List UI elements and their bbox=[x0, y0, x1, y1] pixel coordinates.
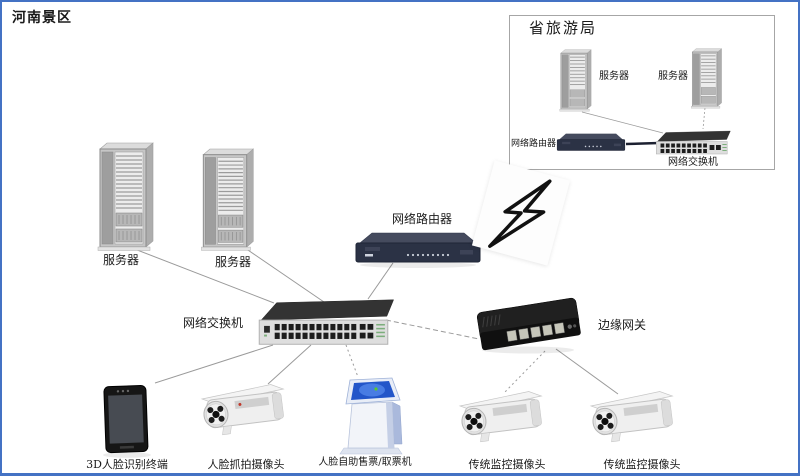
scenic-server-1-label: 服务器 bbox=[102, 253, 139, 267]
bullet-camera-icon bbox=[589, 391, 674, 443]
edge-gateway bbox=[470, 292, 588, 362]
bureau-router-label: 网络路由器 bbox=[511, 139, 557, 149]
face-terminal-label: 3D人脸识别终端 bbox=[86, 458, 168, 471]
face-terminal bbox=[97, 383, 157, 463]
connection-line bbox=[367, 262, 394, 300]
region-title: 河南景区 bbox=[12, 10, 72, 26]
connection-line bbox=[154, 344, 274, 384]
connection-line bbox=[131, 247, 275, 304]
bureau-server-1-label: 服务器 bbox=[599, 71, 629, 82]
scenic-router-label: 网络路由器 bbox=[391, 212, 452, 226]
scenic-switch-label: 网络交换机 bbox=[183, 316, 244, 330]
bureau-server-rack-2 bbox=[684, 47, 726, 113]
connection-line bbox=[581, 111, 664, 134]
capture-camera-label: 人脸抓拍摄像头 bbox=[207, 458, 285, 471]
bureau-server-2-label: 服务器 bbox=[658, 71, 688, 82]
bureau-switch-label: 网络交换机 bbox=[668, 157, 718, 168]
bullet-camera-icon bbox=[458, 391, 543, 443]
gateway-icon bbox=[476, 297, 581, 354]
router-icon bbox=[556, 133, 626, 151]
server-rack-icon bbox=[691, 48, 723, 109]
trad-camera-1-label: 传统监控摄像头 bbox=[468, 458, 546, 471]
bureau-router bbox=[555, 131, 627, 159]
lightning-bolt-icon bbox=[488, 179, 552, 248]
router-icon bbox=[355, 232, 481, 268]
bureau-server-rack-1 bbox=[554, 48, 594, 116]
ticket-kiosk-label: 人脸自助售票/取票机 bbox=[318, 457, 412, 468]
bureau-title: 省旅游局 bbox=[529, 19, 598, 37]
trad-camera-2 bbox=[585, 387, 681, 457]
scenic-router bbox=[352, 228, 484, 274]
ticket-kiosk bbox=[320, 372, 420, 462]
scenic-switch bbox=[251, 294, 397, 356]
bureau-boundary-box bbox=[509, 15, 775, 170]
face-terminal-icon bbox=[103, 384, 151, 458]
server-rack-icon bbox=[97, 142, 154, 251]
connection-line bbox=[241, 245, 325, 303]
bullet-camera-icon bbox=[200, 384, 285, 436]
connection-line bbox=[702, 107, 706, 130]
server-rack-icon bbox=[201, 148, 255, 251]
scenic-server-2-label: 服务器 bbox=[214, 255, 251, 269]
kiosk-icon bbox=[339, 377, 403, 455]
connection-line bbox=[625, 141, 660, 146]
trad-camera-2-label: 传统监控摄像头 bbox=[603, 458, 681, 471]
scenic-server-rack-2 bbox=[192, 146, 258, 256]
bureau-switch bbox=[652, 128, 732, 162]
connection-line bbox=[345, 344, 359, 378]
connection-line bbox=[555, 348, 619, 395]
connection-line bbox=[385, 319, 480, 340]
server-rack-icon bbox=[559, 49, 592, 112]
trad-camera-1 bbox=[454, 387, 550, 457]
capture-camera bbox=[196, 380, 292, 450]
wan-link-card bbox=[471, 160, 571, 266]
connection-line bbox=[267, 344, 312, 385]
edge-gateway-label: 边缘网关 bbox=[598, 318, 647, 332]
scenic-server-rack-1 bbox=[88, 140, 158, 256]
switch-icon bbox=[258, 299, 394, 345]
switch-icon bbox=[656, 130, 731, 155]
